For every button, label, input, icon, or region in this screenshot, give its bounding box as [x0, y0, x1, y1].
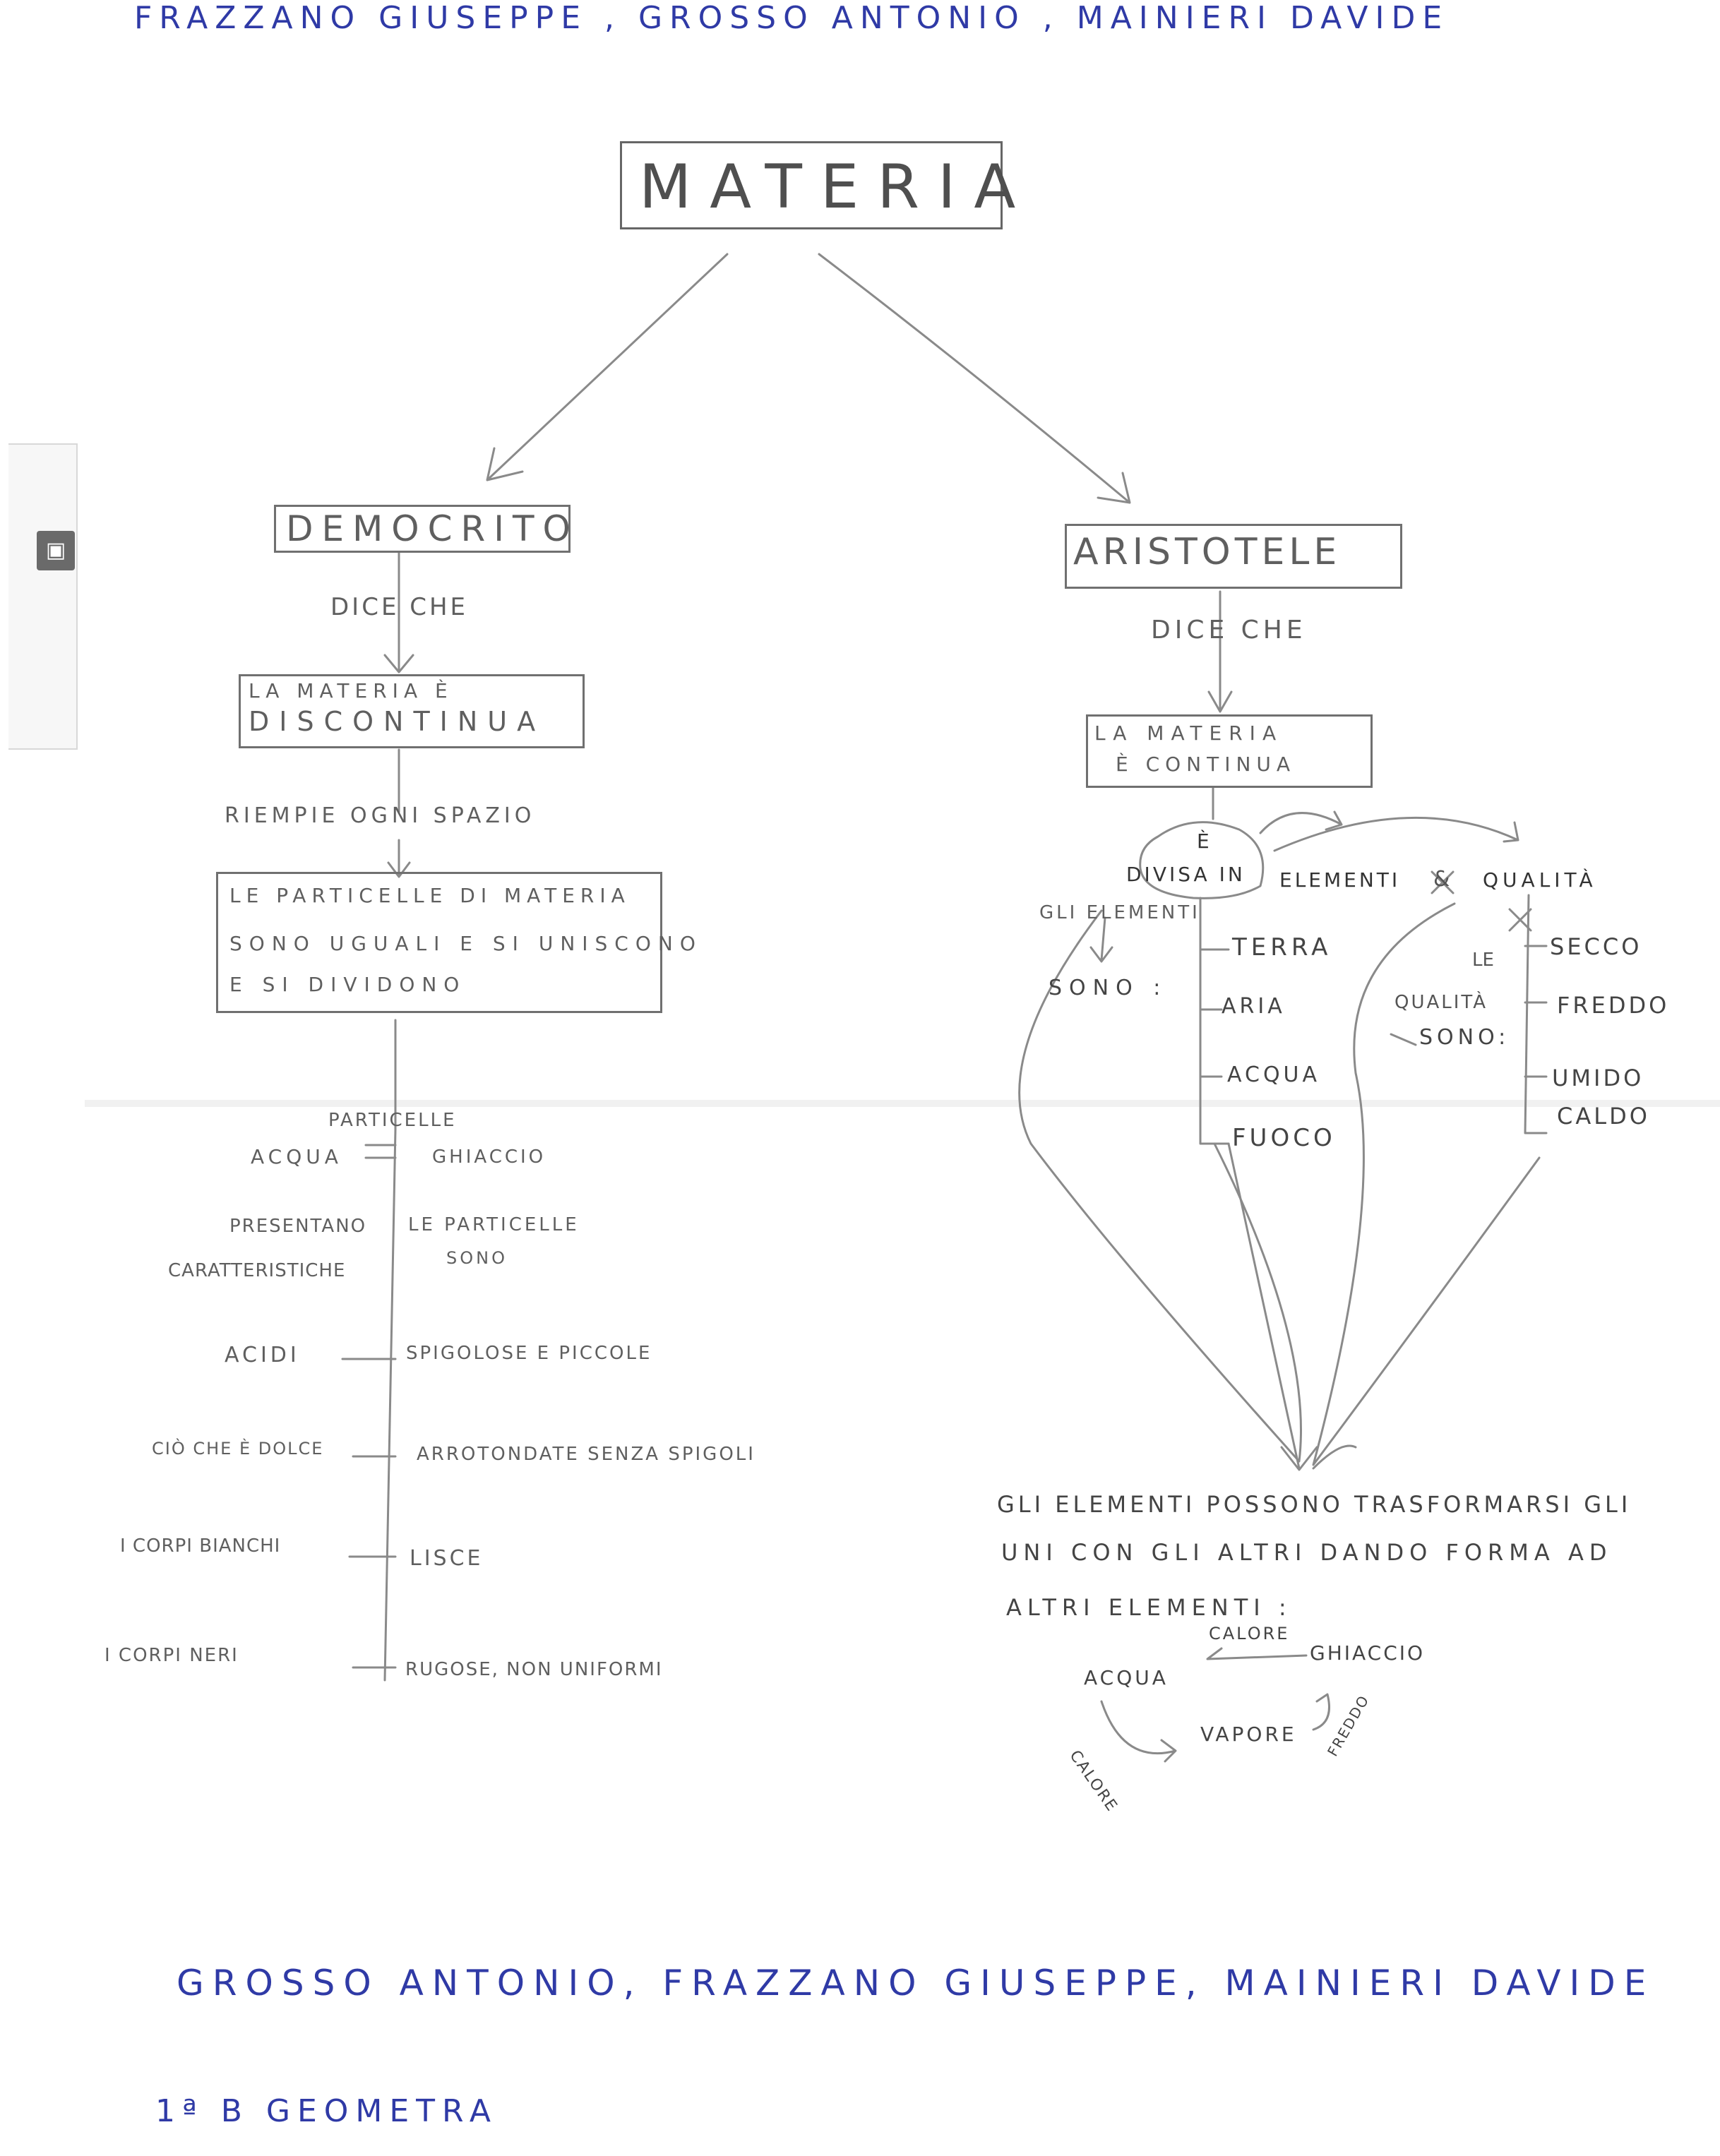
divisa-label: DIVISA IN [1126, 863, 1246, 886]
democrito-down-arrow [383, 551, 414, 673]
riempie-down-arrow [387, 839, 411, 878]
riempie-text: RIEMPIE OGNI SPAZIO [225, 803, 536, 828]
element-fuoco: FUOCO [1232, 1124, 1336, 1152]
ghiaccio-label: GHIACCIO [432, 1146, 547, 1168]
particles-line3: E SI DIVIDONO [229, 973, 467, 996]
continua-line2: È CONTINUA [1116, 753, 1296, 776]
loop-left [1018, 909, 1302, 1463]
header-names: FRAZZANO GIUSEPPE , GROSSO ANTONIO , MAI… [134, 0, 1450, 36]
cycle-ghiaccio: GHIACCIO [1310, 1641, 1426, 1665]
vapore-to-ghiaccio-arrow [1312, 1693, 1330, 1731]
cloud-to-elementi-arrow [1259, 810, 1343, 834]
cycle-acqua: ACQUA [1084, 1666, 1169, 1689]
loop-converge-arrow [1312, 1444, 1357, 1470]
qualita2-label: QUALITÀ [1394, 992, 1488, 1013]
elementi-bracket [1199, 897, 1230, 1145]
aristotele-says: DICE CHE [1151, 616, 1307, 645]
paper-fold-line [85, 1100, 1720, 1107]
caratteristiche-label: CARATTERISTICHE [168, 1260, 346, 1281]
acqua-label: ACQUA [251, 1145, 342, 1168]
gli-elementi-label: GLI ELEMENTI [1039, 902, 1200, 923]
materia-box [620, 141, 1003, 229]
sono-label: SONO : [1049, 976, 1168, 1000]
footer-names: GROSSO ANTONIO, FRAZZANO GIUSEPPE, MAINI… [177, 1963, 1655, 2004]
and-sign: & [1433, 867, 1450, 892]
gli-elementi-down-arrow [1089, 916, 1113, 963]
continua-line1: LA MATERIA [1094, 721, 1284, 745]
continua-box [1086, 714, 1373, 788]
x-mark-1 [1508, 908, 1532, 932]
sono2-label: SONO: [1419, 1025, 1510, 1050]
element-terra: TERRA [1232, 933, 1332, 962]
scanner-edge-strip [8, 443, 78, 750]
element-aria: ARIA [1222, 994, 1286, 1019]
row-label-2: CIÒ CHE È DOLCE [152, 1439, 324, 1459]
discontinua-line1: LA MATERIA È [249, 679, 453, 702]
qualita-bracket [1524, 894, 1548, 1134]
presentano-label: PRESENTANO [229, 1216, 367, 1237]
transform-line3: ALTRI ELEMENTI : [1006, 1594, 1292, 1621]
acqua-to-vapore-arrow [1100, 1700, 1177, 1763]
sono-line2: SONO [446, 1248, 508, 1268]
quality-umido: UMIDO [1552, 1065, 1644, 1091]
discontinua-box [239, 674, 585, 748]
democrito-title: DEMOCRITO [286, 508, 579, 549]
loop-right [1312, 902, 1541, 1466]
aristotele-down-arrow [1207, 590, 1233, 713]
row-value-3: LISCE [410, 1546, 484, 1571]
lock-icon: ▣ [37, 531, 75, 570]
qualita-label: QUALITÀ [1483, 868, 1597, 892]
cycle-vapore: VAPORE [1200, 1723, 1297, 1746]
le-label: LE [1472, 950, 1494, 971]
row-label-3: I CORPI BIANCHI [120, 1535, 281, 1557]
root-title: MATERIA [639, 152, 1034, 222]
discontinua-line2: DISCONTINUA [249, 706, 546, 737]
aristotele-title: ARISTOTELE [1073, 531, 1342, 573]
quality-secco: SECCO [1550, 933, 1642, 960]
particles-line1: LE PARTICELLE DI MATERIA [229, 884, 631, 907]
row-value-4: RUGOSE, NON UNIFORMI [405, 1659, 663, 1680]
democrito-box [274, 505, 571, 553]
row-label-4: I CORPI NERI [104, 1645, 239, 1666]
particles-box [216, 872, 662, 1013]
cloud-around-e [1139, 821, 1265, 899]
footer-class: 1ª B GEOMETRA [155, 2093, 498, 2129]
arrow-materia-aristotele [818, 253, 1131, 504]
element-acqua: ACQUA [1227, 1062, 1321, 1087]
transform-line1: GLI ELEMENTI POSSONO TRASFORMARSI GLI [997, 1491, 1632, 1518]
sono-line1: LE PARTICELLE [408, 1214, 580, 1235]
x-mark-2 [1431, 870, 1455, 894]
row-label-1: ACIDI [225, 1343, 300, 1367]
elementi-to-qualita-arc [1273, 816, 1519, 852]
democrito-says: DICE CHE [330, 593, 469, 621]
left-spine [383, 1019, 397, 1682]
transform-line2: UNI CON GLI ALTRI DANDO FORMA AD [1001, 1539, 1613, 1566]
aristotele-box [1065, 524, 1402, 589]
particles-line2: SONO UGUALI E SI UNISCONO [229, 932, 703, 955]
particelle-label: PARTICELLE [328, 1110, 457, 1131]
elementi-label: ELEMENTI [1279, 868, 1401, 892]
calore-top-arrow [1206, 1647, 1308, 1660]
arrow-materia-democrito [486, 253, 729, 481]
cycle-calore-top: CALORE [1209, 1624, 1290, 1643]
quality-caldo: CALDO [1557, 1103, 1650, 1130]
spine-to-transform [1227, 1142, 1318, 1471]
quality-freddo: FREDDO [1557, 992, 1670, 1019]
e-label: È [1197, 830, 1210, 853]
row-value-1: SPIGOLOSE E PICCOLE [406, 1343, 652, 1364]
le-qualita-arrow [1390, 1033, 1417, 1046]
row-value-2: ARROTONDATE SENZA SPIGOLI [417, 1444, 756, 1465]
